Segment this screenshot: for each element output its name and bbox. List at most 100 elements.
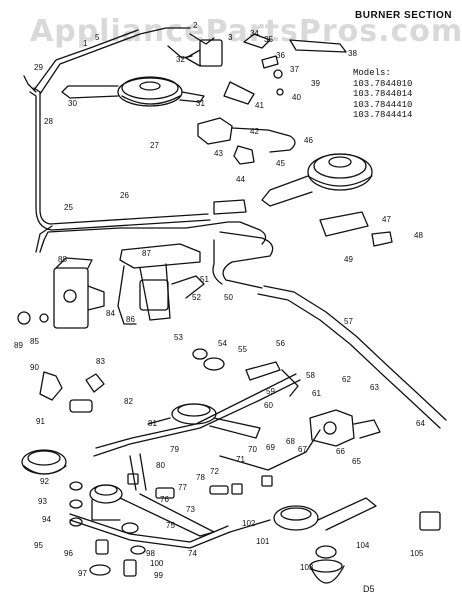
callout-31: 31 — [196, 99, 205, 108]
callout-81: 81 — [148, 419, 157, 428]
callout-58: 58 — [306, 371, 315, 380]
front-center-burner-assembly — [147, 403, 261, 439]
callout-85: 85 — [30, 337, 39, 346]
callout-93: 93 — [38, 497, 47, 506]
callout-73: 73 — [186, 505, 195, 514]
callout-65: 65 — [352, 457, 361, 466]
callout-64: 64 — [416, 419, 425, 428]
callout-92: 92 — [40, 477, 49, 486]
callout-69: 69 — [266, 443, 275, 452]
callout-87: 87 — [142, 249, 151, 258]
models-block: Models: 103.7844010 103.7844014 103.7844… — [353, 68, 412, 121]
callout-45: 45 — [276, 159, 285, 168]
callout-56: 56 — [276, 339, 285, 348]
callout-36: 36 — [276, 51, 285, 60]
center-valve-assembly — [117, 243, 205, 325]
model-number: 103.7844014 — [353, 89, 413, 99]
callout-59: 59 — [266, 387, 275, 396]
callout-75: 75 — [166, 521, 175, 530]
callout-37: 37 — [290, 65, 299, 74]
callout-70: 70 — [248, 445, 257, 454]
callout-89: 89 — [14, 341, 23, 350]
callout-51: 51 — [200, 275, 209, 284]
callout-94: 94 — [42, 515, 51, 524]
callout-60: 60 — [264, 401, 273, 410]
callout-47: 47 — [382, 215, 391, 224]
callout-99: 99 — [154, 571, 163, 580]
manifold-tube — [257, 293, 441, 429]
callout-71: 71 — [236, 455, 245, 464]
callout-3: 3 — [228, 33, 233, 42]
callout-42: 42 — [250, 127, 259, 136]
callout-29: 29 — [34, 63, 43, 72]
callout-80: 80 — [156, 461, 165, 470]
callout-103: 103 — [300, 563, 314, 572]
callout-86: 86 — [126, 315, 135, 324]
callout-32: 32 — [176, 55, 185, 64]
callout-43: 43 — [214, 149, 223, 158]
model-number: 103.7844414 — [353, 110, 413, 120]
callout-34: 34 — [250, 29, 259, 38]
callout-2: 2 — [193, 21, 198, 30]
callout-40: 40 — [292, 93, 301, 102]
callout-26: 26 — [120, 191, 129, 200]
callout-76: 76 — [160, 495, 169, 504]
callout-88: 88 — [58, 255, 67, 264]
callout-66: 66 — [336, 447, 345, 456]
callout-41: 41 — [255, 101, 264, 110]
front-lower-burner-assembly — [89, 484, 215, 537]
model-number: 103.7844410 — [353, 99, 413, 110]
callout-53: 53 — [174, 333, 183, 342]
callout-48: 48 — [414, 231, 423, 240]
callout-102: 102 — [242, 519, 256, 528]
front-left-burner-assembly — [21, 449, 67, 475]
callout-38: 38 — [348, 49, 357, 58]
front-right-burner-assembly — [273, 497, 377, 531]
callout-97: 97 — [78, 569, 87, 578]
callout-61: 61 — [312, 389, 321, 398]
callout-84: 84 — [106, 309, 115, 318]
callout-27: 27 — [150, 141, 159, 150]
callout-1: 1 — [83, 39, 88, 48]
rear-right-burner-assembly — [261, 153, 373, 207]
callout-68: 68 — [286, 437, 295, 446]
callout-83: 83 — [96, 357, 105, 366]
callout-50: 50 — [224, 293, 233, 302]
callout-30: 30 — [68, 99, 77, 108]
callout-55: 55 — [238, 345, 247, 354]
callout-67: 67 — [298, 445, 307, 454]
callout-35: 35 — [264, 35, 273, 44]
callout-91: 91 — [36, 417, 45, 426]
callout-105: 105 — [410, 549, 424, 558]
callout-46: 46 — [304, 136, 313, 145]
callout-79: 79 — [170, 445, 179, 454]
callout-25: 25 — [64, 203, 73, 212]
callout-77: 77 — [178, 483, 187, 492]
callout-96: 96 — [64, 549, 73, 558]
callout-52: 52 — [192, 293, 201, 302]
feed-tube — [39, 221, 267, 253]
vertical-tube — [33, 87, 209, 225]
lower-tube — [69, 519, 271, 549]
callout-49: 49 — [344, 255, 353, 264]
callout-5: 5 — [95, 33, 100, 42]
model-number: 103.7844010 — [353, 78, 413, 89]
right-valve-cluster — [219, 361, 381, 471]
rear-left-burner-assembly — [61, 76, 205, 107]
callout-63: 63 — [370, 383, 379, 392]
callout-28: 28 — [44, 117, 53, 126]
callout-54: 54 — [218, 339, 227, 348]
callout-39: 39 — [311, 79, 320, 88]
callout-95: 95 — [34, 541, 43, 550]
callout-98: 98 — [146, 549, 155, 558]
callout-44: 44 — [236, 175, 245, 184]
callout-78: 78 — [196, 473, 205, 482]
callout-104: 104 — [356, 541, 370, 550]
section-title: BURNER SECTION — [355, 10, 453, 21]
callout-57: 57 — [344, 317, 353, 326]
callout-101: 101 — [256, 537, 270, 546]
footer-code: D5 — [363, 584, 375, 594]
callout-82: 82 — [124, 397, 133, 406]
